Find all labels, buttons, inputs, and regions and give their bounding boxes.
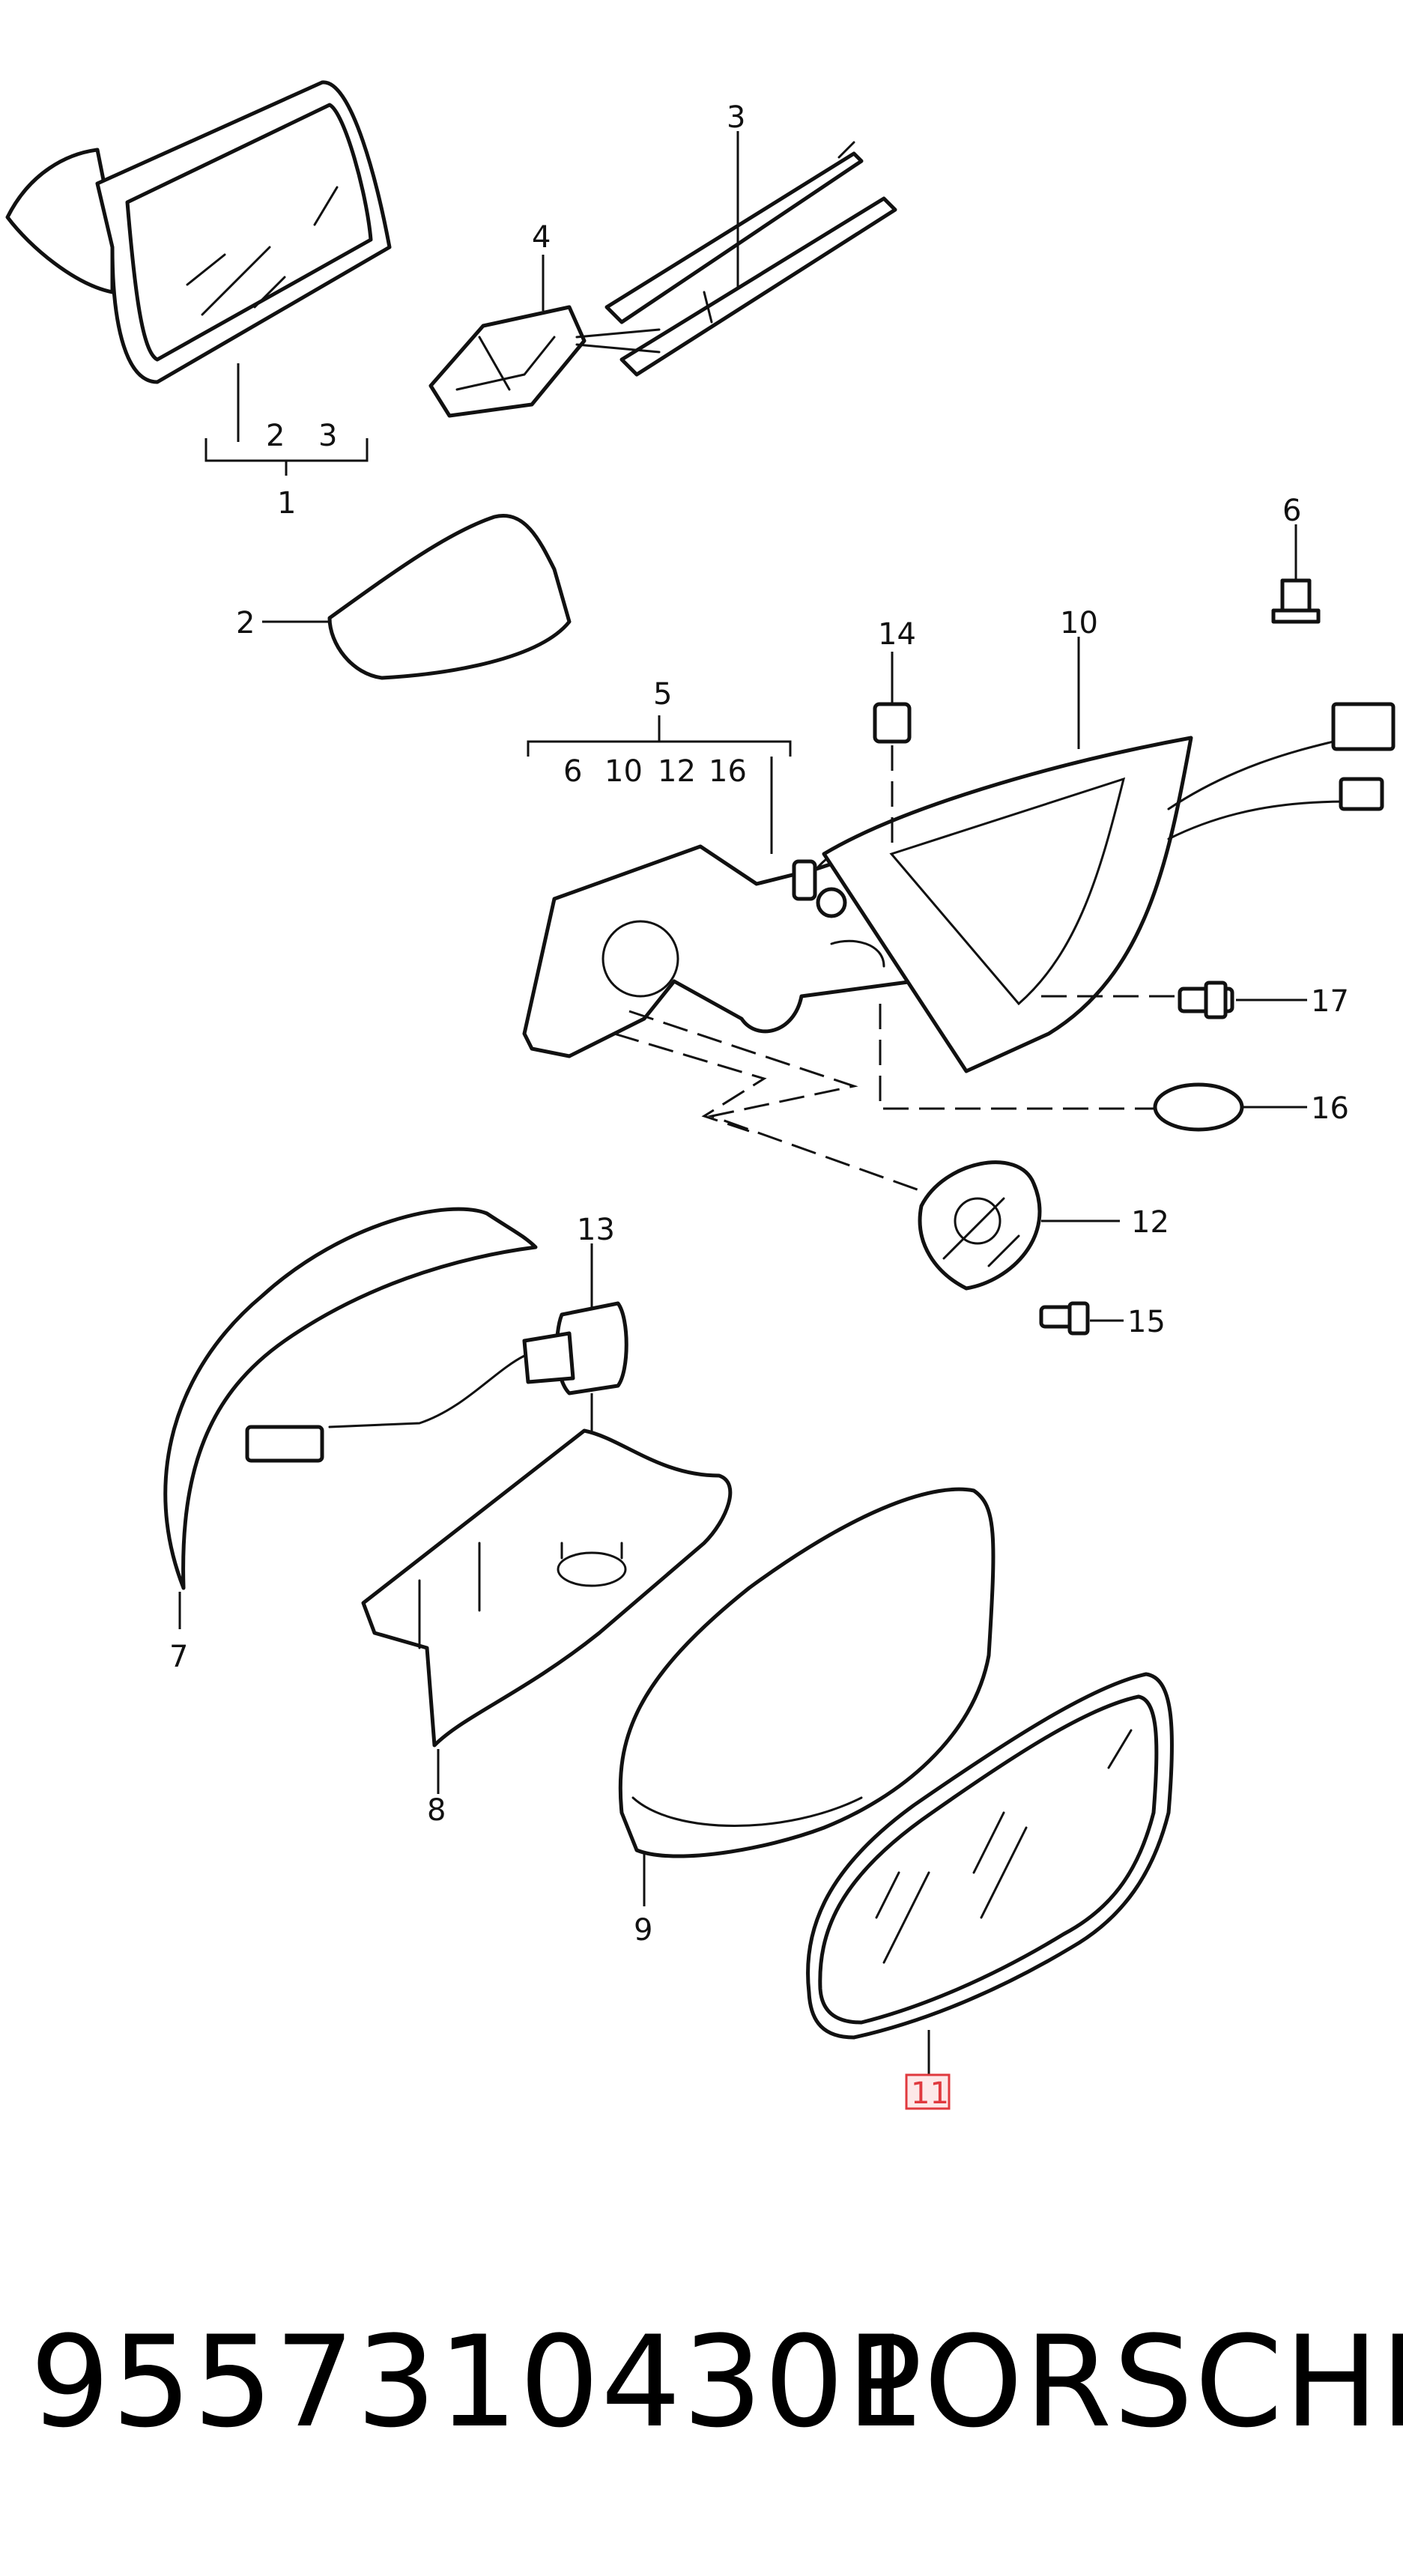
callout-1-group-2: 2 [266, 419, 285, 453]
callout-10[interactable]: 10 [1060, 606, 1098, 640]
callout-17[interactable]: 17 [1311, 984, 1349, 1019]
part-16-cap[interactable] [1153, 1082, 1244, 1132]
part-17-screw[interactable] [1178, 981, 1234, 1019]
callout-5-group-12: 12 [658, 754, 696, 789]
part-number: 95573104301 [30, 2309, 927, 2455]
callout-1-group-3: 3 [318, 419, 337, 453]
callout-11-highlight [905, 2073, 951, 2110]
callout-12[interactable]: 12 [1131, 1205, 1169, 1240]
callout-5[interactable]: 5 [653, 677, 672, 712]
callout-7[interactable]: 7 [169, 1640, 188, 1674]
footer: 95573104301 PORSCHE [0, 2307, 1403, 2457]
brand-name: PORSCHE [846, 2309, 1403, 2455]
part-10-sail-panel[interactable] [822, 702, 1396, 1073]
part-11-mirror-glass[interactable] [806, 1672, 1175, 2040]
part-12-adjuster[interactable] [918, 1160, 1042, 1291]
dash-12-b [613, 1032, 767, 1133]
callout-14[interactable]: 14 [878, 617, 916, 652]
callout-9[interactable]: 9 [634, 1913, 652, 1948]
callout-15[interactable]: 15 [1127, 1305, 1166, 1339]
callout-3[interactable]: 3 [727, 100, 745, 135]
callout-5-group-16: 16 [709, 754, 747, 789]
callout-4[interactable]: 4 [532, 220, 551, 255]
dash-12-a [628, 1010, 922, 1192]
part-13-heater-connector[interactable] [245, 1301, 628, 1463]
part-8-glass-carrier[interactable] [361, 1428, 733, 1748]
callout-16[interactable]: 16 [1311, 1091, 1349, 1126]
part-6-screw[interactable] [1271, 578, 1321, 624]
callout-13[interactable]: 13 [577, 1213, 615, 1247]
part-2-cover[interactable] [327, 514, 572, 680]
callout-8[interactable]: 8 [427, 1793, 446, 1828]
callout-5-group-10: 10 [604, 754, 643, 789]
callout-5-group-6: 6 [563, 754, 582, 789]
part-7-housing-cover[interactable] [163, 1207, 538, 1590]
part-4-adjust-motor[interactable] [428, 305, 661, 418]
part-9-mirror-glass[interactable] [618, 1487, 996, 1858]
part-14-clip[interactable] [873, 702, 912, 744]
callout-2[interactable]: 2 [236, 606, 255, 640]
part-1-mirror-assembly[interactable] [5, 80, 392, 384]
callout-1[interactable]: 1 [277, 486, 296, 521]
callout-11[interactable]: 11 [911, 2076, 949, 2111]
callout-6[interactable]: 6 [1282, 494, 1301, 528]
part-15-screw[interactable] [1039, 1301, 1090, 1336]
part-3-trim-strips[interactable] [604, 141, 897, 377]
bracket-1 [204, 438, 369, 462]
